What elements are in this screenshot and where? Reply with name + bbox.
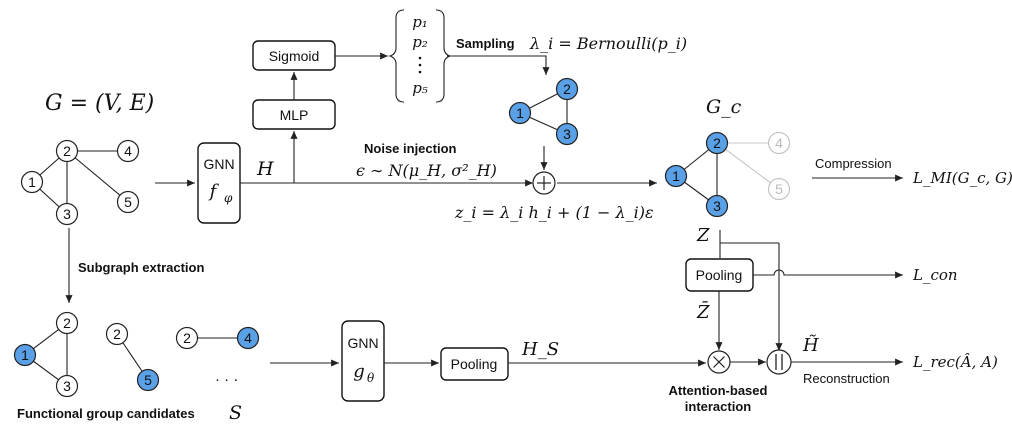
node-label: 5 (124, 194, 132, 210)
input-graph: 2 1 3 4 5 (20, 139, 140, 226)
gc-node-1: 1 (664, 164, 688, 188)
node-label: Pooling (696, 267, 743, 283)
compression-label: Compression (815, 156, 892, 171)
candidate-graph-b: 2 5 (105, 322, 160, 392)
sampled-graph: 2 1 3 (508, 77, 579, 146)
node-label: g (353, 361, 365, 382)
candidate-graph-a: 2 1 3 (13, 311, 79, 398)
cand-a-node-3: 3 (55, 374, 79, 398)
node-label: 4 (775, 135, 783, 151)
cand-c-node-4: 4 (236, 326, 260, 350)
sigmoid-box: Sigmoid (252, 40, 336, 71)
probability-vector: p₁ p₂ p₅ (388, 9, 452, 103)
graph-node-3: 3 (55, 202, 79, 226)
sum-operator (532, 171, 556, 195)
noise-equation: ϵ ∼ N(μ_H, σ²_H) (356, 161, 497, 180)
sampled-node-2: 2 (555, 77, 579, 101)
sampled-node-1: 1 (508, 101, 532, 125)
h-label: H (256, 158, 274, 180)
node-label: 1 (28, 174, 36, 190)
mlp-box: MLP (252, 99, 336, 130)
node-label: MLP (280, 107, 309, 123)
htilde-label: H̃ (802, 334, 819, 356)
node-label: 2 (113, 326, 121, 342)
attention-label-line2: interaction (685, 399, 752, 414)
cand-b-node-5: 5 (136, 368, 160, 392)
candidate-graph-c: 2 4 (175, 326, 260, 350)
gc-node-4: 4 (767, 131, 791, 155)
z-label: Z (696, 225, 710, 246)
gnn-g-box: GNN g θ (341, 320, 385, 402)
node-label: GNN (347, 335, 378, 351)
sampled-node-3: 3 (555, 122, 579, 146)
node-label: 1 (672, 168, 680, 184)
sampling-title: Sampling (456, 36, 515, 51)
gc-label: G_c (706, 96, 742, 118)
node-label: 3 (563, 126, 571, 142)
node-label: 1 (516, 105, 524, 121)
sampling-equation: λ_i = Bernoulli(p_i) (529, 34, 687, 53)
node-label: p₅ (412, 79, 428, 97)
gc-node-2: 2 (705, 131, 729, 155)
node-label: GNN (203, 156, 234, 172)
zbar-label: Z̄ (696, 300, 710, 323)
node-label: 3 (713, 198, 721, 214)
cand-c-node-2: 2 (175, 326, 199, 350)
node-label: 4 (124, 143, 132, 159)
functional-group-label: Functional group candidates (17, 406, 195, 421)
node-label: 2 (563, 81, 571, 97)
gc-node-3: 3 (705, 194, 729, 218)
node-label: Sigmoid (269, 48, 320, 64)
node-label: 2 (63, 143, 71, 159)
graph-node-5: 5 (116, 190, 140, 214)
graph-node-4: 4 (116, 139, 140, 163)
node-label: 2 (713, 135, 721, 151)
subgraph-extraction-label: Subgraph extraction (78, 260, 204, 275)
concat-operator (766, 349, 792, 375)
loss-rec: L_rec(Â, A) (912, 353, 998, 371)
node-label: 4 (244, 330, 252, 346)
node-label: 3 (63, 206, 71, 222)
compressed-graph: 2 1 3 4 5 (664, 131, 791, 218)
graph-label: G = (V, E) (45, 91, 154, 116)
cand-a-node-1: 1 (13, 343, 37, 367)
graph-node-1: 1 (20, 170, 44, 194)
loss-mi: L_MI(G_c, G) (912, 169, 1012, 187)
gc-node-5: 5 (767, 177, 791, 201)
pooling-right-box: Pooling (685, 258, 754, 292)
node-label: 5 (144, 372, 152, 388)
node-label: φ (224, 191, 233, 205)
node-label: θ (367, 371, 375, 385)
cand-a-node-2: 2 (55, 311, 79, 335)
s-label: S (229, 402, 242, 424)
node-label: 5 (775, 181, 783, 197)
hs-label: H_S (521, 339, 559, 360)
graph-node-2: 2 (55, 139, 79, 163)
attention-label-line1: Attention-based (669, 383, 768, 398)
noise-title: Noise injection (364, 141, 457, 156)
pooling-bottom-box: Pooling (440, 347, 509, 381)
loss-con: L_con (912, 266, 958, 284)
node-label: p₁ (412, 13, 428, 31)
node-label: 1 (21, 347, 29, 363)
node-label: 2 (63, 315, 71, 331)
node-label: p₂ (412, 33, 428, 51)
node-label: Pooling (451, 356, 498, 372)
z-equation: z_i = λ_i h_i + (1 − λ_i)ε (454, 203, 654, 222)
reconstruction-label: Reconstruction (803, 371, 890, 386)
ellipsis: · · · (215, 371, 238, 388)
node-label: 3 (63, 378, 71, 394)
gnn-f-box: GNN f φ (197, 142, 241, 224)
cand-b-node-2: 2 (105, 322, 129, 346)
node-label: 2 (183, 330, 191, 346)
attention-operator (707, 350, 731, 374)
